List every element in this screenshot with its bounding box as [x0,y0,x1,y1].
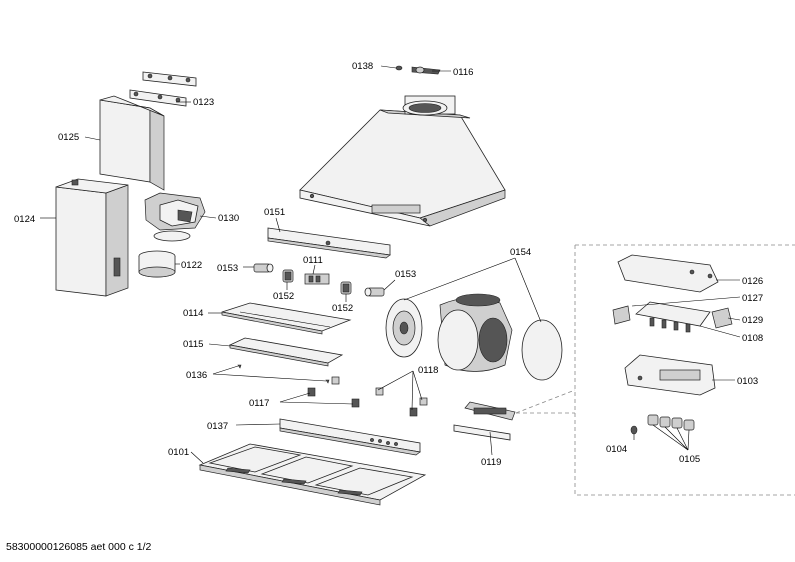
label-0118: 0118 [418,365,438,376]
label-0138: 0138 [352,61,373,72]
part-0117-0118-clips [307,376,428,417]
part-0123-brackets [129,71,197,107]
part-0122-duct-connector [138,250,176,278]
hood-body [299,95,506,227]
label-0137: 0137 [207,421,228,432]
electronics-group-frame [515,244,795,496]
label-0122: 0122 [181,260,202,271]
label-0117: 0117 [249,398,269,409]
label-0105: 0105 [679,454,700,465]
part-0153-lamp-holder-left [253,263,274,273]
part-0104-0105-buttons [630,414,695,435]
callout-labels: 0138 0116 0123 0125 0124 0130 0151 0122 … [14,61,763,468]
label-0129: 0129 [742,315,763,326]
part-0115-glass-cover [228,337,344,367]
label-0111: 0111 [303,255,323,266]
label-0125: 0125 [58,132,79,143]
label-0104: 0104 [606,444,627,455]
label-0116: 0116 [453,67,473,78]
part-0136-screw [237,364,330,384]
part-0151-rail [267,227,391,259]
part-0103-housing [624,354,716,396]
part-0130-air-diverter [144,192,206,242]
part-0124-lower-chimney [55,178,129,297]
part-0126-control-cover [617,254,719,293]
part-0152-socket-left [282,269,294,283]
label-0153-left: 0153 [217,263,238,274]
label-0114: 0114 [183,308,203,319]
part-0119-switch-module [453,401,516,441]
label-0136: 0136 [186,370,207,381]
part-0114-light-panel [221,302,352,335]
part-0137-front-trim [279,418,421,456]
label-0153-right: 0153 [395,269,416,280]
label-0123: 0123 [193,97,214,108]
part-0127-0108-control-board [612,301,711,333]
label-0154: 0154 [510,247,531,258]
part-0101-grease-filters [198,443,427,506]
label-0124: 0124 [14,214,35,225]
label-0108: 0108 [742,333,763,344]
label-0126: 0126 [742,276,763,287]
part-0153-lamp-holder-right [364,287,385,297]
part-0154-fan-motor [385,293,563,381]
leader-lines [40,65,741,464]
label-0115: 0115 [183,339,203,350]
label-0130: 0130 [218,213,239,224]
label-0127: 0127 [742,293,763,304]
label-0119: 0119 [481,457,501,468]
part-0152-socket-right [340,281,352,295]
part-0116-0138-fixings [395,65,441,75]
part-0129-capacitor [711,307,733,329]
document-footer: 58300000126085 aet 000 c 1/2 [6,541,152,553]
label-0152-right: 0152 [332,303,353,314]
part-0111-terminal [304,273,330,285]
part-0125-upper-chimney [99,95,165,191]
label-0101: 0101 [168,447,189,458]
label-0151: 0151 [264,207,285,218]
label-0103: 0103 [737,376,758,387]
label-0152-left: 0152 [273,291,294,302]
